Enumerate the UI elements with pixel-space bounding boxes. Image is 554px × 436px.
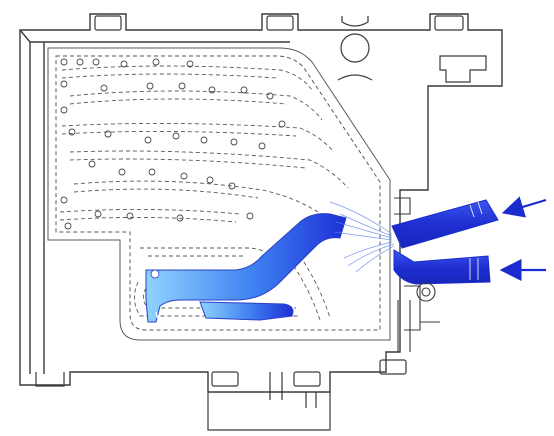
bottom-clips (35, 359, 407, 431)
perforation-holes (60, 58, 286, 230)
fitting-details (394, 197, 440, 352)
upper-bracket (340, 33, 487, 83)
upper-inlet-pipe (391, 199, 499, 249)
baffle-channels (59, 65, 349, 321)
housing-outline (19, 13, 503, 393)
inner-chamber (47, 47, 391, 341)
flow-path (145, 213, 347, 325)
lower-inlet-pipe (393, 249, 491, 285)
streamlines (329, 201, 395, 273)
top-clips (94, 15, 464, 81)
inlet-arrow-icon (501, 196, 547, 218)
inlet-arrows (499, 196, 547, 281)
